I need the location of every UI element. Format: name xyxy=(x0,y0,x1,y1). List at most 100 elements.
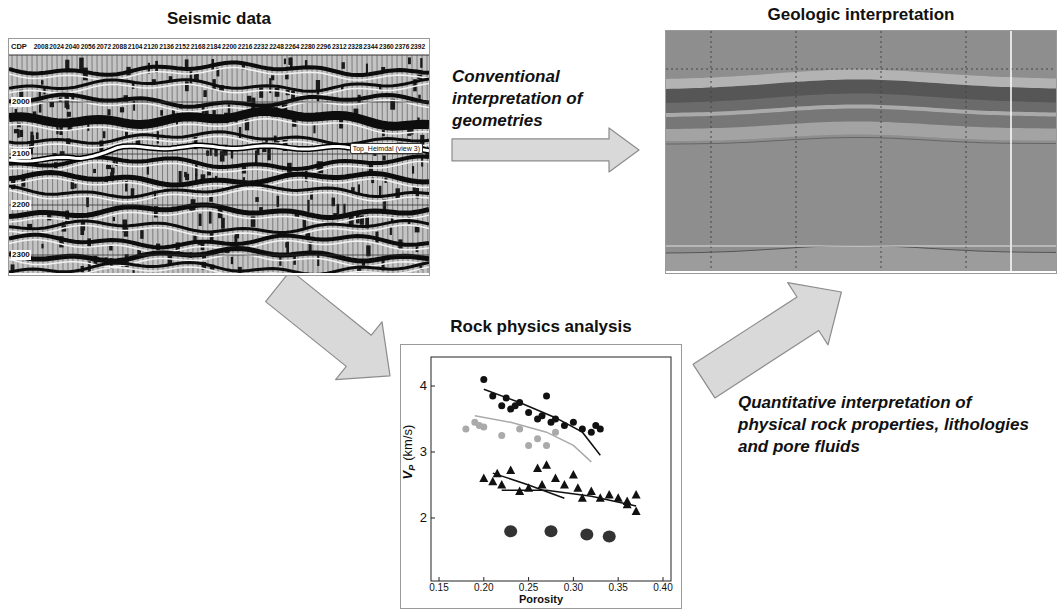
data-point xyxy=(580,529,593,541)
overburden xyxy=(666,31,1056,271)
time-line xyxy=(9,205,429,206)
data-point xyxy=(539,412,546,419)
trace-peak xyxy=(313,125,315,134)
data-point xyxy=(587,487,596,496)
trace-peak xyxy=(140,230,143,239)
cdp-number: 2200 xyxy=(220,43,238,51)
data-point xyxy=(506,465,515,473)
data-point xyxy=(504,525,517,537)
block-arrow xyxy=(452,128,639,172)
cdp-number: 2088 xyxy=(111,43,129,51)
arrow-label: Quantitative interpretation of physical … xyxy=(738,392,1043,458)
cdp-number: 2008 xyxy=(32,43,50,51)
cdp-number: 2024 xyxy=(48,43,66,51)
trace-peak xyxy=(420,58,422,68)
data-point xyxy=(573,483,582,492)
rock-layer xyxy=(666,105,1056,272)
tick-mark xyxy=(439,577,440,581)
seismic-event xyxy=(9,205,429,217)
trace-peak xyxy=(74,184,76,189)
cdp-number: 2328 xyxy=(346,43,364,51)
tick-mark xyxy=(431,386,435,387)
seismic-trough xyxy=(9,254,429,267)
cdp-number: 2248 xyxy=(268,43,286,51)
trace-peak xyxy=(303,219,306,228)
data-point xyxy=(515,487,524,496)
time-line xyxy=(9,255,429,256)
trace-peak xyxy=(390,227,392,235)
data-point xyxy=(552,416,559,423)
arrow-label: Conventional interpretation of geometrie… xyxy=(452,66,642,132)
cdp-number: 2264 xyxy=(283,43,301,51)
cdp-number: 2280 xyxy=(299,43,317,51)
wiggle-trace xyxy=(217,55,218,273)
data-point xyxy=(579,425,586,432)
trace-peak xyxy=(41,244,43,249)
tick-label: 0.25 xyxy=(514,582,544,593)
data-point xyxy=(543,392,550,399)
seismic-event xyxy=(9,249,429,262)
axis-subscript: P xyxy=(407,465,417,471)
cdp-number: 2312 xyxy=(330,43,348,51)
grid-line xyxy=(966,31,967,271)
data-point xyxy=(551,473,560,482)
header-rule xyxy=(9,55,429,56)
trace-peak xyxy=(19,130,23,137)
trace-peak xyxy=(288,58,291,65)
cdp-number: 2072 xyxy=(95,43,113,51)
data-point xyxy=(623,500,632,509)
grid-line xyxy=(881,31,882,271)
data-point xyxy=(462,425,469,432)
data-point xyxy=(603,530,616,542)
data-point xyxy=(533,464,542,473)
panel-frame: CDP2008202420402056207220882104212021362… xyxy=(8,38,430,276)
panel-title: Geologic interpretation xyxy=(665,4,1057,26)
trace-peak xyxy=(285,242,288,247)
wiggle-trace xyxy=(307,55,308,273)
trace-peak xyxy=(185,81,189,91)
data-point xyxy=(545,525,558,537)
data-point xyxy=(497,480,506,489)
data-point xyxy=(552,429,559,436)
trace-peak xyxy=(206,151,209,156)
axis-title: CDP xyxy=(11,42,27,51)
tick-label: 2 xyxy=(415,510,427,526)
data-point xyxy=(596,493,605,502)
trace-peak xyxy=(275,88,280,97)
rock-layer xyxy=(666,70,1056,272)
trace-peak xyxy=(284,59,286,65)
axis-unit: (km/s) xyxy=(400,425,415,461)
wiggle-trace xyxy=(417,55,418,273)
trace-peak xyxy=(231,257,233,264)
seismic-trough xyxy=(9,178,429,191)
tick-mark xyxy=(663,577,664,581)
time-label: 2200 xyxy=(11,200,31,210)
layer-boundary xyxy=(666,138,1056,145)
cdp-number: 2120 xyxy=(142,43,160,51)
rock-layer xyxy=(666,135,1056,272)
horizon-label: Top_Heimdal (view 3) xyxy=(350,143,423,154)
model-curve xyxy=(493,473,565,498)
trace-peak xyxy=(342,62,345,69)
data-point xyxy=(543,442,550,449)
data-point xyxy=(524,483,533,492)
trace-peak xyxy=(408,57,411,64)
data-point xyxy=(570,419,577,426)
layer-boundary xyxy=(666,246,1056,254)
rock-layer xyxy=(666,246,1056,272)
rock-layer xyxy=(666,94,1056,272)
data-point xyxy=(525,442,532,449)
wiggle-trace xyxy=(392,55,393,273)
model-curve xyxy=(484,389,601,455)
time-label: 2100 xyxy=(11,149,31,159)
cdp-number: 2296 xyxy=(315,43,333,51)
trace-peak xyxy=(255,151,257,164)
data-point xyxy=(614,493,623,502)
trace-peak xyxy=(113,217,115,221)
trace-peak xyxy=(383,156,386,161)
trace-peak xyxy=(337,204,340,215)
cdp-number: 2216 xyxy=(236,43,254,51)
trace-peak xyxy=(418,95,420,99)
wiggle-trace xyxy=(427,55,428,273)
